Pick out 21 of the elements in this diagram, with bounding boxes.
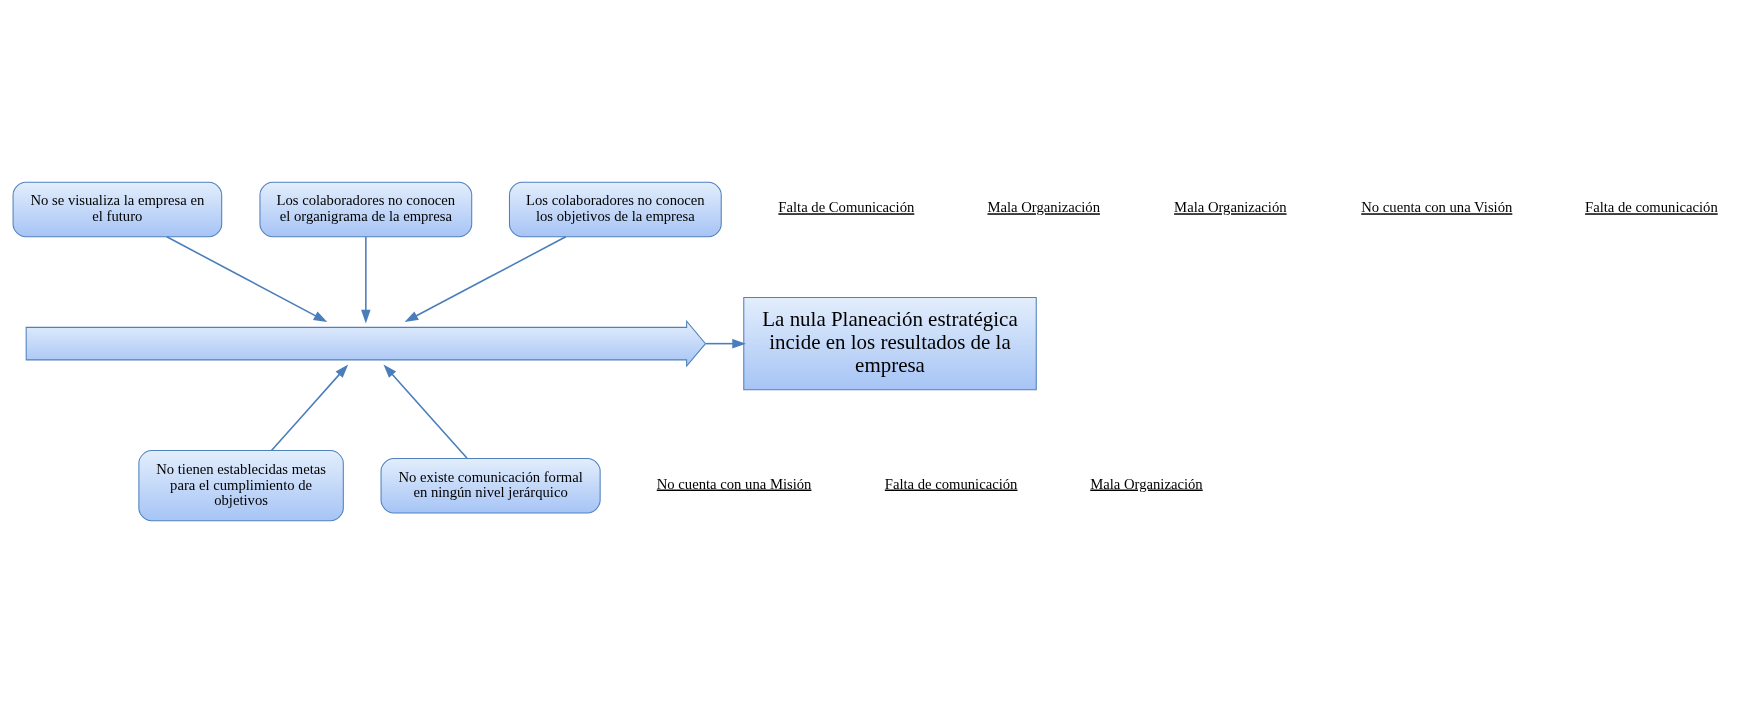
arrow [361, 236, 371, 324]
label: Mala Organización [1090, 475, 1203, 492]
node-box: La nula Planeación estratégica incide en los resultados de la empresa [743, 297, 1037, 391]
label: Mala Organización [1174, 199, 1287, 216]
label: No cuenta con una Misión [656, 475, 812, 492]
node-box: Los colaboradores no conocen los objetivos de la empresa [508, 181, 722, 238]
node-box: No existe comunicación formal en ningún nivel jerárquico [380, 457, 601, 514]
node-box: No se visualiza la empresa en el futuro [12, 181, 223, 238]
arrow [270, 364, 349, 452]
arrow [166, 235, 328, 323]
label: Falta de Comunicación [778, 199, 915, 216]
label: Falta de comunicación [1585, 199, 1718, 216]
arrow [404, 235, 567, 323]
label: No cuenta con una Visión [1361, 199, 1513, 216]
arrow [704, 338, 746, 349]
label: Mala Organización [987, 199, 1100, 216]
node-box: Los colaboradores no conocen el organigrama de la empresa [259, 181, 473, 238]
node-box: No tienen establecidas metas para el cumplimiento de objetivos [138, 450, 344, 522]
label: Falta de comunicación [884, 475, 1018, 492]
arrow [383, 364, 468, 459]
node-arrow [25, 319, 707, 368]
